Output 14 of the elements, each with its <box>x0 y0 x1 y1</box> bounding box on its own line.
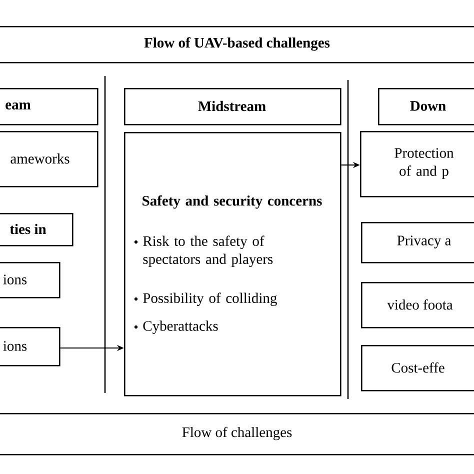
process-box: Protection of and p <box>360 131 474 198</box>
process-box: Cost-effe <box>361 345 474 392</box>
title-band: Flow of UAV-based challenges <box>0 26 474 64</box>
process-box: ions <box>0 327 60 366</box>
header-box: Down <box>378 88 474 126</box>
header-box: eam <box>0 88 98 126</box>
process-box: Safety and security concerns Risk to the safety of spectators and players Possibility of colliding Cyberattacks <box>124 132 342 396</box>
process-box: ions <box>0 262 60 298</box>
process-box: ties in <box>0 213 74 246</box>
process-box: ameworks <box>0 131 98 188</box>
title-band: Flow of challenges <box>0 413 474 456</box>
process-box: Privacy a <box>361 222 474 264</box>
process-box: video foota <box>361 282 474 328</box>
header-box: Midstream <box>124 88 342 126</box>
